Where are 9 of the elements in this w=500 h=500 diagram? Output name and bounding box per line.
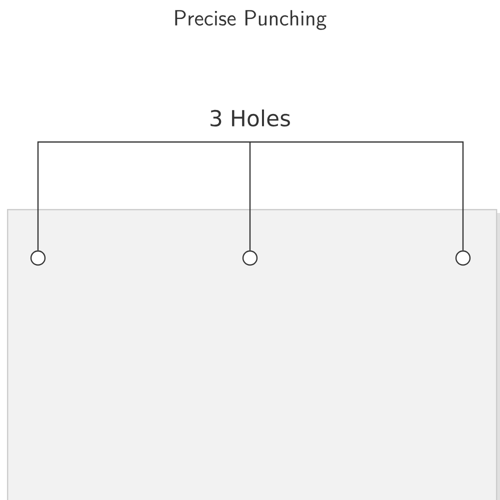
punched-hole: [242, 250, 258, 266]
punched-hole: [455, 250, 471, 266]
punched-hole: [30, 250, 46, 266]
leader-line: [249, 142, 251, 250]
paper-sheet: [7, 209, 500, 500]
leader-text: 3 Holes: [210, 110, 290, 127]
leader-line: [250, 141, 464, 250]
leader-line: [37, 141, 250, 250]
title: Precise Punching: [175, 10, 326, 30]
